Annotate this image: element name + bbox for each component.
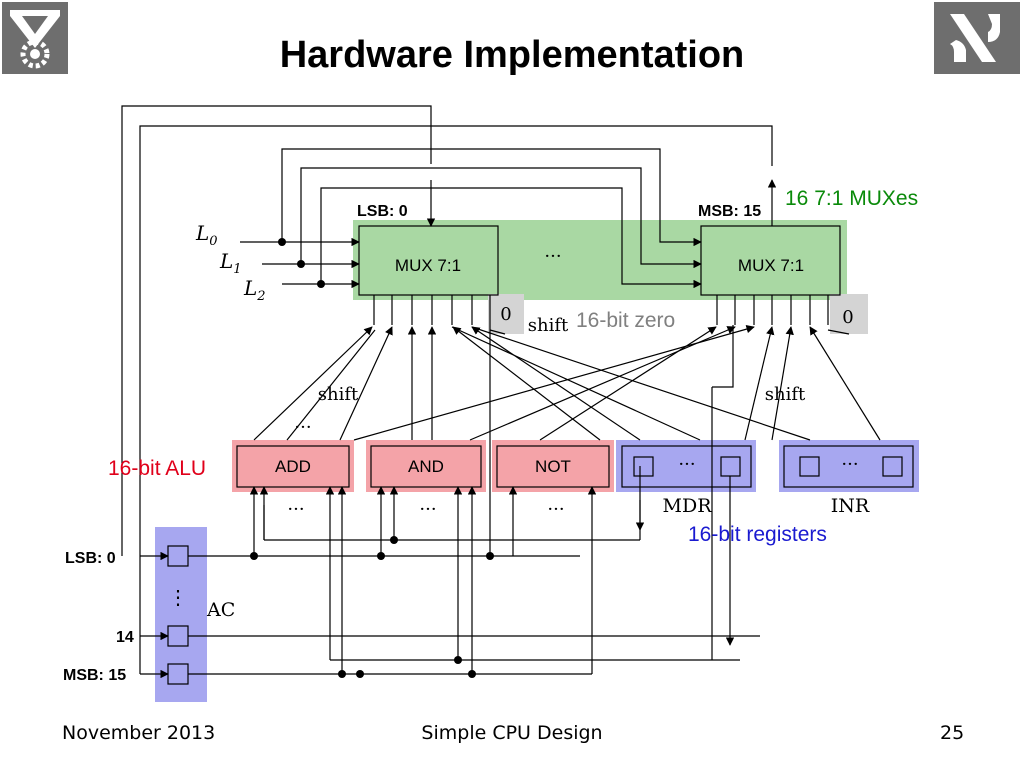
label-l1: L1 bbox=[219, 249, 242, 277]
label-not-dots: ··· bbox=[547, 499, 564, 520]
wire-inr-to-right bbox=[771, 326, 794, 441]
mdr-bit-lsb bbox=[633, 456, 654, 477]
footer-date: November 2013 bbox=[62, 722, 216, 744]
mdr-highlight bbox=[616, 440, 756, 492]
alef-logo-icon bbox=[934, 2, 1020, 74]
label-shift-mid: shift bbox=[528, 315, 569, 336]
junction bbox=[338, 670, 346, 678]
label-zero-note: 16-bit zero bbox=[576, 309, 675, 332]
label-lsb0-top: LSB: 0 bbox=[357, 203, 408, 220]
wire-ac-msb-top bbox=[139, 125, 773, 674]
wire-not-to-right bbox=[539, 326, 717, 441]
wire-not-out bbox=[452, 326, 601, 441]
label-inr-dots: ··· bbox=[841, 454, 858, 475]
zero-highlight-right bbox=[830, 294, 868, 334]
inr-bit-lsb bbox=[799, 456, 820, 477]
label-and-dots: ··· bbox=[419, 499, 436, 520]
wire-mdr-to-right bbox=[744, 326, 775, 441]
label-lsb0-left: LSB: 0 bbox=[65, 550, 116, 567]
wire-l1-right bbox=[300, 167, 702, 269]
label-add: ADD bbox=[275, 457, 311, 476]
label-mux-right: MUX 7:1 bbox=[738, 256, 804, 275]
label-ac14: 14 bbox=[116, 629, 134, 646]
label-alu-note: 16-bit ALU bbox=[108, 457, 206, 480]
wire-inr-shift-msb bbox=[809, 326, 881, 441]
junction bbox=[278, 238, 286, 246]
label-ac: AC bbox=[206, 599, 235, 621]
technion-gear-logo-icon bbox=[2, 2, 68, 74]
not-highlight bbox=[492, 440, 614, 492]
wire-l2-right bbox=[320, 187, 702, 289]
ac-highlight bbox=[155, 527, 207, 702]
label-not: NOT bbox=[535, 457, 571, 476]
junction bbox=[317, 280, 325, 288]
wire-zero-right bbox=[827, 329, 850, 335]
wire-mdr-cross bbox=[451, 326, 701, 441]
label-zero-right: 0 bbox=[842, 307, 853, 328]
footer-page-number: 25 bbox=[940, 722, 965, 744]
wire-add-shift-lsb bbox=[253, 326, 373, 441]
wire-zero-left bbox=[489, 329, 506, 335]
mux-row-highlight bbox=[353, 220, 847, 300]
label-and: AND bbox=[408, 457, 444, 476]
wire-and-to-right bbox=[469, 326, 736, 441]
and-box bbox=[370, 445, 482, 488]
wire-add-out bbox=[339, 326, 393, 441]
add-box bbox=[236, 445, 350, 488]
inr-bit-msb bbox=[882, 456, 903, 477]
wire-ac-lsb-top bbox=[121, 105, 432, 556]
mdr-box bbox=[621, 445, 752, 488]
wire-inr-cross bbox=[471, 326, 811, 441]
junction bbox=[486, 552, 494, 560]
wire-add-to-left bbox=[286, 329, 376, 441]
wire-add-to-right bbox=[353, 325, 755, 441]
footer-title: Simple CPU Design bbox=[421, 722, 603, 744]
label-add-dots: ··· bbox=[287, 499, 304, 520]
junction bbox=[390, 536, 398, 544]
wire-mux-right-shift bbox=[712, 325, 734, 388]
label-l0: L0 bbox=[195, 221, 218, 249]
label-mux-dots: ··· bbox=[544, 246, 561, 267]
label-msb15-left: MSB: 15 bbox=[63, 667, 126, 684]
junction bbox=[297, 260, 305, 268]
junction bbox=[356, 670, 364, 678]
label-shift-right: shift bbox=[765, 384, 806, 405]
label-l2: L2 bbox=[243, 276, 266, 304]
label-shift-left: shift bbox=[318, 384, 359, 405]
label-msb15-top: MSB: 15 bbox=[698, 203, 761, 220]
junction bbox=[377, 552, 385, 560]
label-reg-note: 16-bit registers bbox=[688, 523, 827, 546]
label-muxes-note: 16 7:1 MUXes bbox=[785, 187, 918, 210]
label-mux-left: MUX 7:1 bbox=[395, 256, 461, 275]
label-zero-left: 0 bbox=[500, 304, 511, 325]
junction bbox=[250, 552, 258, 560]
wire-l0-right bbox=[281, 148, 702, 247]
add-highlight bbox=[232, 440, 354, 492]
zero-highlight-left bbox=[488, 294, 524, 334]
label-mdr: MDR bbox=[663, 495, 713, 517]
inr-box bbox=[783, 445, 914, 488]
label-ac-vdots: ⋮ bbox=[168, 585, 188, 609]
not-box bbox=[496, 445, 610, 488]
junction bbox=[454, 656, 462, 664]
junction bbox=[468, 670, 476, 678]
label-mdr-dots: ··· bbox=[678, 454, 695, 475]
label-alu-dots: ··· bbox=[294, 417, 311, 438]
label-inr: INR bbox=[831, 495, 870, 517]
page-title: Hardware Implementation bbox=[279, 34, 745, 76]
inr-highlight bbox=[779, 440, 919, 492]
and-highlight bbox=[366, 440, 486, 492]
